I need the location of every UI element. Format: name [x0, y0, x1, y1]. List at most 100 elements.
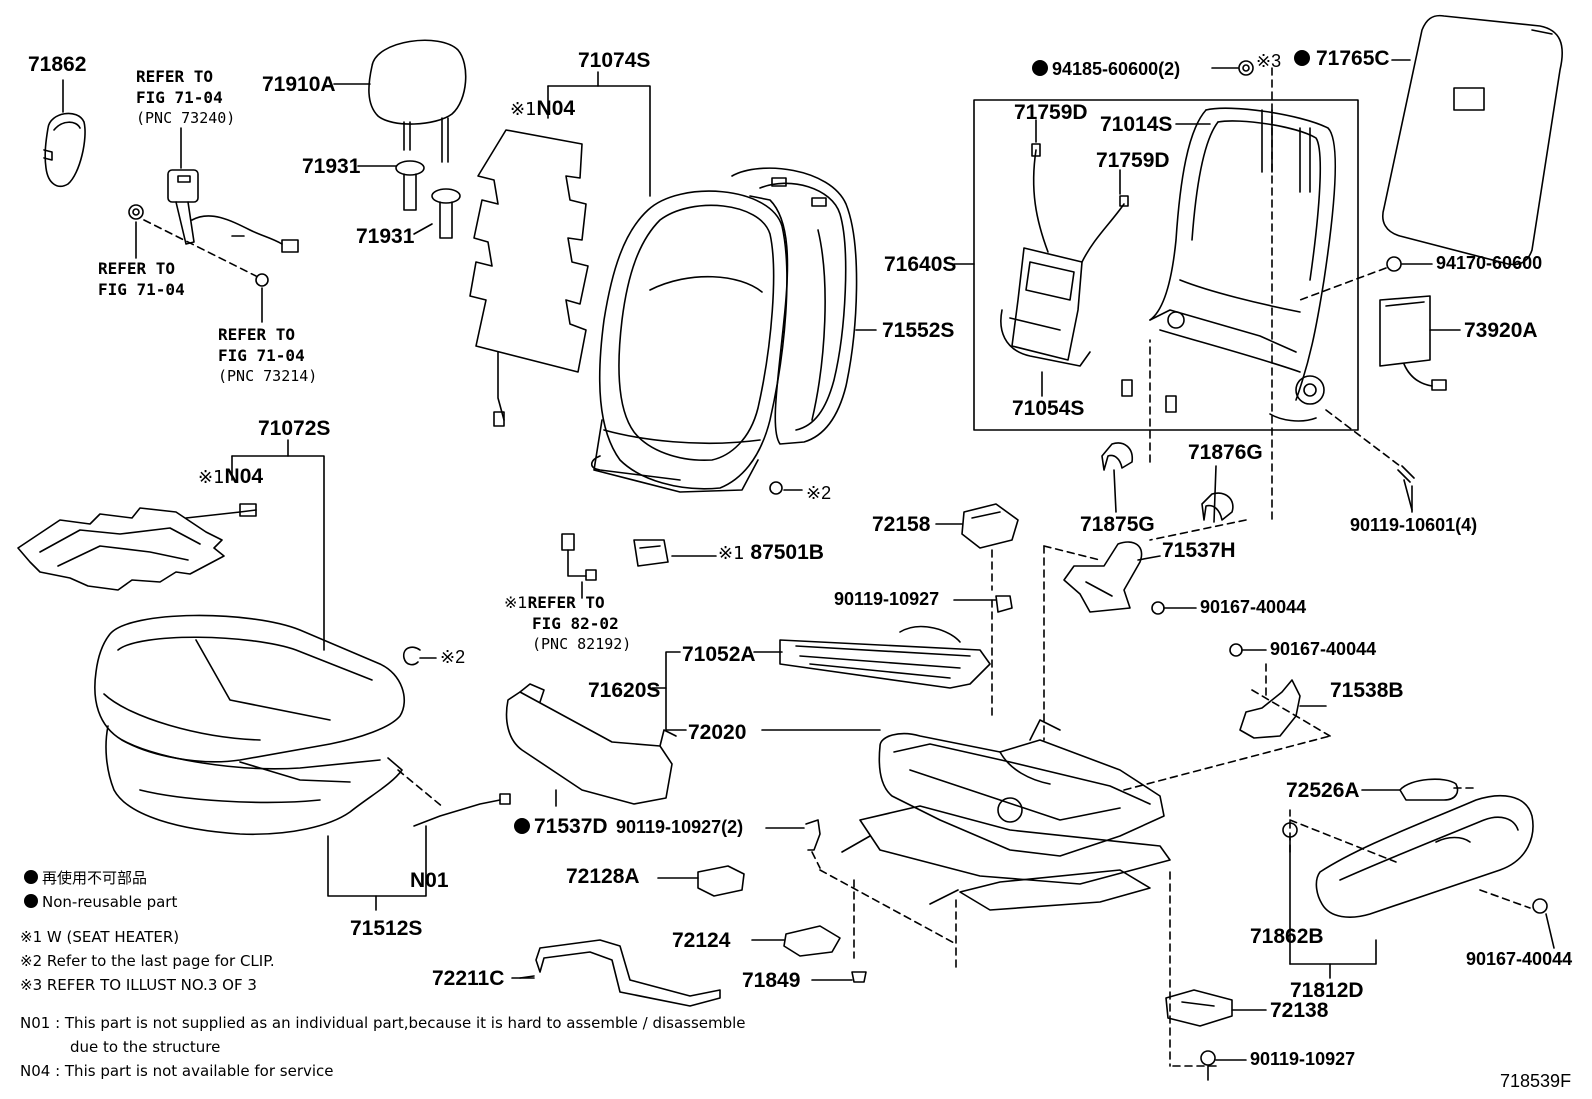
part-90119-10927-lower: 90119-10927: [1250, 1049, 1356, 1069]
clip-note2-cushion: ※2: [440, 647, 466, 667]
refer-line1-text: REFER TO: [527, 593, 605, 612]
legend-jp-text: 再使用不可部品: [42, 869, 148, 887]
non-reusable-dot-icon: [24, 870, 38, 884]
refer-line2: FIG 82-02: [532, 614, 619, 633]
legend-n04: N04 : This part is not available for ser…: [20, 1062, 334, 1080]
refer-line1: REFER TO: [98, 259, 176, 278]
assembly-dash-lines: [819, 545, 1531, 1067]
part-71862B: 71862B: [1250, 925, 1324, 948]
legend-note2: ※2 Refer to the last page for CLIP.: [20, 952, 275, 970]
part-90119-10927-upper: 90119-10927: [834, 589, 940, 609]
seat-cushion-cover-drawing: [94, 614, 405, 763]
refer-fig-82-02-pnc-82192: ※1REFER TO FIG 82-02 (PNC 82192): [504, 592, 631, 655]
part-71052A: 71052A: [682, 643, 756, 666]
cushion-heater-mat-drawing: [17, 503, 257, 591]
part-71759D-b: 71759D: [1096, 149, 1170, 172]
refer-line3: (PNC 73240): [136, 109, 236, 127]
part-N01: N01: [410, 869, 449, 892]
clip-symbols: [402, 646, 437, 666]
hinge-bracket-drawing: [1063, 541, 1327, 739]
part-87501B: ※1 87501B: [718, 542, 824, 563]
diagram-id: 718539F: [1500, 1071, 1572, 1091]
part-71074S: 71074S: [578, 49, 651, 72]
seat-sensor-drawing: [561, 533, 717, 599]
part-71538B: 71538B: [1330, 679, 1404, 702]
non-reusable-marker-71537D: [514, 818, 530, 834]
note3-symbol: ※3: [1256, 51, 1282, 71]
part-87501B-label: 87501B: [750, 541, 824, 564]
seat-back-pad-drawing: [731, 167, 877, 445]
trim-cover-71862-drawing: [43, 79, 86, 188]
side-shield-drawing: [1282, 778, 1555, 979]
small-covers-drawing: [511, 819, 867, 1007]
leader-71512S: [327, 769, 511, 911]
part-71537D: 71537D: [534, 815, 608, 838]
note1-symbol: ※1: [504, 593, 528, 612]
part-72138: 72138: [1270, 999, 1329, 1022]
leader-71620S: [651, 651, 881, 731]
non-reusable-dot-icon: [24, 894, 38, 908]
refer-fig-71-04-pnc-73240: REFER TO FIG 71-04 (PNC 73240): [136, 66, 235, 129]
spring-mat-drawing: [779, 599, 993, 721]
part-71812D: 71812D: [1290, 979, 1364, 1002]
part-N04-back-label: N04: [536, 97, 576, 120]
refer-line3: (PNC 73214): [218, 367, 318, 385]
part-72124: 72124: [672, 929, 731, 952]
leader-71074S: [547, 71, 651, 197]
cover-72138-drawing: [1165, 989, 1267, 1081]
part-71875G: 71875G: [1080, 513, 1155, 536]
headrest-71910A-drawing: [333, 39, 467, 163]
clip-note2-seatback: ※2: [806, 483, 832, 503]
part-90167-40044-b: 90167-40044: [1270, 639, 1377, 659]
part-90119-10927-2: 90119-10927(2): [616, 817, 744, 837]
cover-72158-drawing: [935, 503, 1019, 591]
part-94170-60600: 94170-60600: [1436, 253, 1543, 273]
refer-line1: REFER TO: [218, 325, 296, 344]
refer-line2: FIG 71-04: [98, 280, 185, 299]
refer-line1: REFER TO: [136, 67, 214, 86]
seat-back-frame-box: [953, 99, 1359, 431]
non-reusable-marker-71765C: [1294, 50, 1310, 66]
headrest-guides-71931-drawing: [357, 160, 461, 239]
front-cover-71537D-drawing: [505, 683, 677, 807]
note1-symbol: ※1: [198, 467, 225, 488]
part-73920A: 73920A: [1464, 319, 1538, 342]
refer-line2: FIG 71-04: [218, 346, 305, 365]
leader-71072S: [231, 439, 325, 651]
part-90119-10601: 90119-10601(4): [1350, 515, 1478, 535]
lumbar-support-drawing: [1000, 119, 1177, 413]
refer-line2: FIG 71-04: [136, 88, 223, 107]
part-90167-40044-c: 90167-40044: [1466, 949, 1573, 969]
part-72211C: 72211C: [432, 967, 505, 990]
part-71849: 71849: [742, 969, 801, 992]
part-71759D-a: 71759D: [1014, 101, 1088, 124]
part-71910A: 71910A: [262, 73, 336, 96]
part-71552S: 71552S: [882, 319, 955, 342]
refer-fig-71-04: REFER TO FIG 71-04: [98, 258, 185, 300]
part-71931-lower: 71931: [356, 225, 415, 248]
part-72020: 72020: [688, 721, 747, 744]
side-airbag-drawing: [1299, 256, 1461, 513]
part-71765C: 71765C: [1316, 47, 1390, 70]
part-71072S: 71072S: [258, 417, 331, 440]
bolt-90119-10927-drawing: [953, 595, 1013, 613]
refer-fig-71-04-pnc-73214: REFER TO FIG 71-04 (PNC 73214): [218, 324, 317, 387]
legend-en-text: Non-reusable part: [42, 893, 178, 911]
legend-non-reusable-en: Non-reusable part: [24, 894, 177, 910]
part-71640S: 71640S: [884, 253, 957, 276]
part-72128A: 72128A: [566, 865, 640, 888]
part-71014S: 71014S: [1100, 113, 1173, 136]
back-heater-mat-drawing: [469, 129, 589, 427]
part-72526A: 72526A: [1286, 779, 1360, 802]
refer-line1: ※1REFER TO: [504, 592, 631, 613]
seat-track-frame-drawing: [841, 719, 1171, 911]
seat-belt-buckle-drawing: [128, 127, 299, 323]
part-71620S: 71620S: [588, 679, 661, 702]
note1-symbol: ※1: [510, 99, 537, 120]
part-94185-60600: 94185-60600(2): [1052, 59, 1181, 79]
refer-line3: (PNC 82192): [532, 635, 632, 653]
part-N04-cushion: ※1N04: [198, 466, 263, 487]
legend-note3: ※3 REFER TO ILLUST NO.3 OF 3: [20, 976, 257, 994]
seat-back-frame-drawing: [1149, 107, 1337, 422]
